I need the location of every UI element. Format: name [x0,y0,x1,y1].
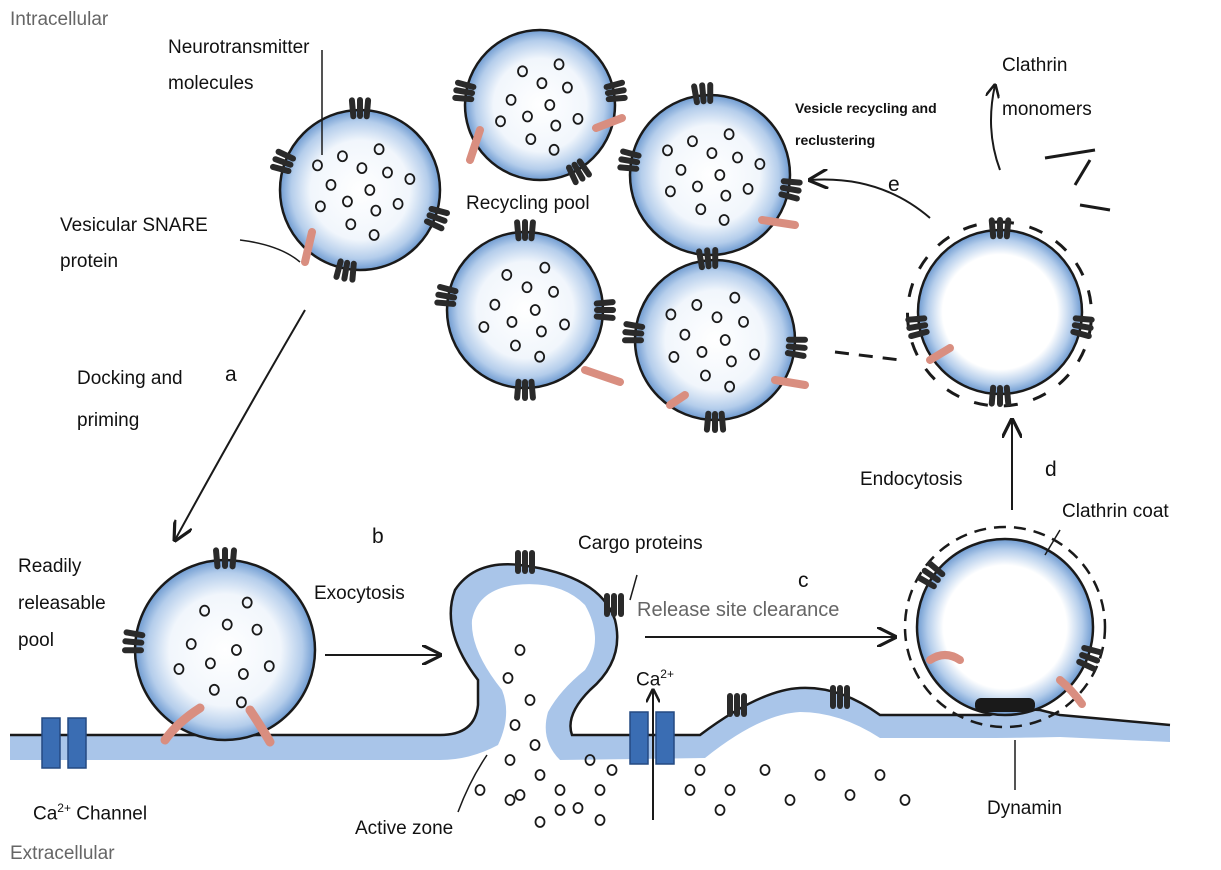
vesicle-recycling-4 [635,260,795,420]
ca-channel-label: Ca2+ Channel [33,800,147,828]
neurotransmitter-dot [516,645,525,655]
neurotransmitter-dot [504,673,513,683]
protein-spike [518,553,532,571]
protein-spike [517,382,533,398]
intracellular-label: Intracellular [10,6,108,34]
protein-spike [694,85,710,102]
step-a-label: a [225,360,237,390]
clathrin-monomers-label: Clathrin monomers [1002,44,1122,131]
neurotransmitter-dot [696,765,705,775]
neurotransmitter-dot [506,795,515,805]
protein-spike [788,340,805,356]
protein-spike [992,388,1009,404]
vsnare-tail [762,220,795,225]
protein-spike [908,318,926,336]
release-site-label: Release site clearance [637,596,839,625]
neurotransmitter-dot [556,805,565,815]
protein-spike [992,220,1009,236]
ca-influx-text: Ca [636,669,660,690]
ca-influx-label: Ca2+ [636,666,674,694]
endocytic-vesicle [905,527,1105,727]
protein-spike [699,250,715,267]
dynamin-ring [975,698,1035,712]
vsnare-label: Vesicular SNARE protein [60,208,260,280]
neurotransmitter-dot [556,785,565,795]
protein-spike [352,100,368,116]
clathrin-coat-label: Clathrin coat [1062,498,1169,526]
neurotransmitter-dot [876,770,885,780]
step-c-label: c [798,566,809,596]
protein-spike [625,324,642,340]
neurotransmitter-dot [516,790,525,800]
neurotransmitter-dot [786,795,795,805]
ca-influx-charge: 2+ [660,667,674,681]
arrow-e-recycling [810,179,930,218]
neurotransmitter-dot [574,803,583,813]
neurotransmitter-dot [511,720,520,730]
protein-spike [781,181,799,198]
neurotransmitter-dot [816,770,825,780]
protein-spike [216,550,234,566]
vesicle-recycling-3 [447,232,603,388]
neurotransmitter-dot [686,785,695,795]
docking-label: Docking and priming [77,358,227,442]
vsnare-tail [775,380,805,385]
arrow-clathrin-release [991,85,1000,170]
protein-spike [730,696,744,714]
neurotransmitter-dot [506,755,515,765]
protein-spike [437,287,455,304]
vesicle-neurotransmitter [280,110,440,270]
vesicle-readily-releasable [135,560,315,742]
vesicle-recycling-1 [465,30,615,180]
protein-spike [517,222,533,238]
neurotransmitter-label: Neurotransmitter molecules [168,30,328,102]
neurotransmitter-dot [608,765,617,775]
neurotransmitter-dot [536,817,545,827]
protein-spike [607,596,621,614]
vesicle-recycling-label: Vesicle recycling and reclustering [795,92,955,156]
protein-spike [833,688,847,706]
protein-spike [597,302,613,318]
rrp-label: Readily releasable pool [18,548,128,659]
ca-channel-charge: 2+ [57,801,71,815]
step-d-label: d [1045,455,1057,485]
neurotransmitter-dot [596,785,605,795]
protein-spike [1073,318,1091,336]
vesicle-recycling-2 [630,95,790,255]
exocytosis-label: Exocytosis [314,580,405,608]
protein-spike [607,83,625,99]
active-zone-label: Active zone [355,815,453,843]
ca-channel-text: Ca [33,803,57,824]
neurotransmitter-dot [596,815,605,825]
protein-spike [707,414,723,430]
extracellular-label: Extracellular [10,840,115,868]
recycling-pool-label: Recycling pool [466,190,590,218]
ca-channel-suffix: Channel [76,803,147,824]
cargo-label: Cargo proteins [578,530,703,558]
vsnare-tail [585,370,620,382]
protein-spike [620,151,638,168]
neurotransmitter-dot [726,785,735,795]
step-b-label: b [372,522,384,552]
neurotransmitter-dot [536,770,545,780]
dynamin-label: Dynamin [987,795,1062,823]
endocytosis-label: Endocytosis [860,466,962,494]
protein-spike [455,83,473,99]
neurotransmitter-dot [761,765,770,775]
neurotransmitter-dot [531,740,540,750]
neurotransmitter-dot [901,795,910,805]
neurotransmitter-dot [476,785,485,795]
neurotransmitter-dot [846,790,855,800]
step-e-label: e [888,170,900,200]
protein-spike [336,261,353,279]
neurotransmitter-dot [526,695,535,705]
neurotransmitter-dot [716,805,725,815]
